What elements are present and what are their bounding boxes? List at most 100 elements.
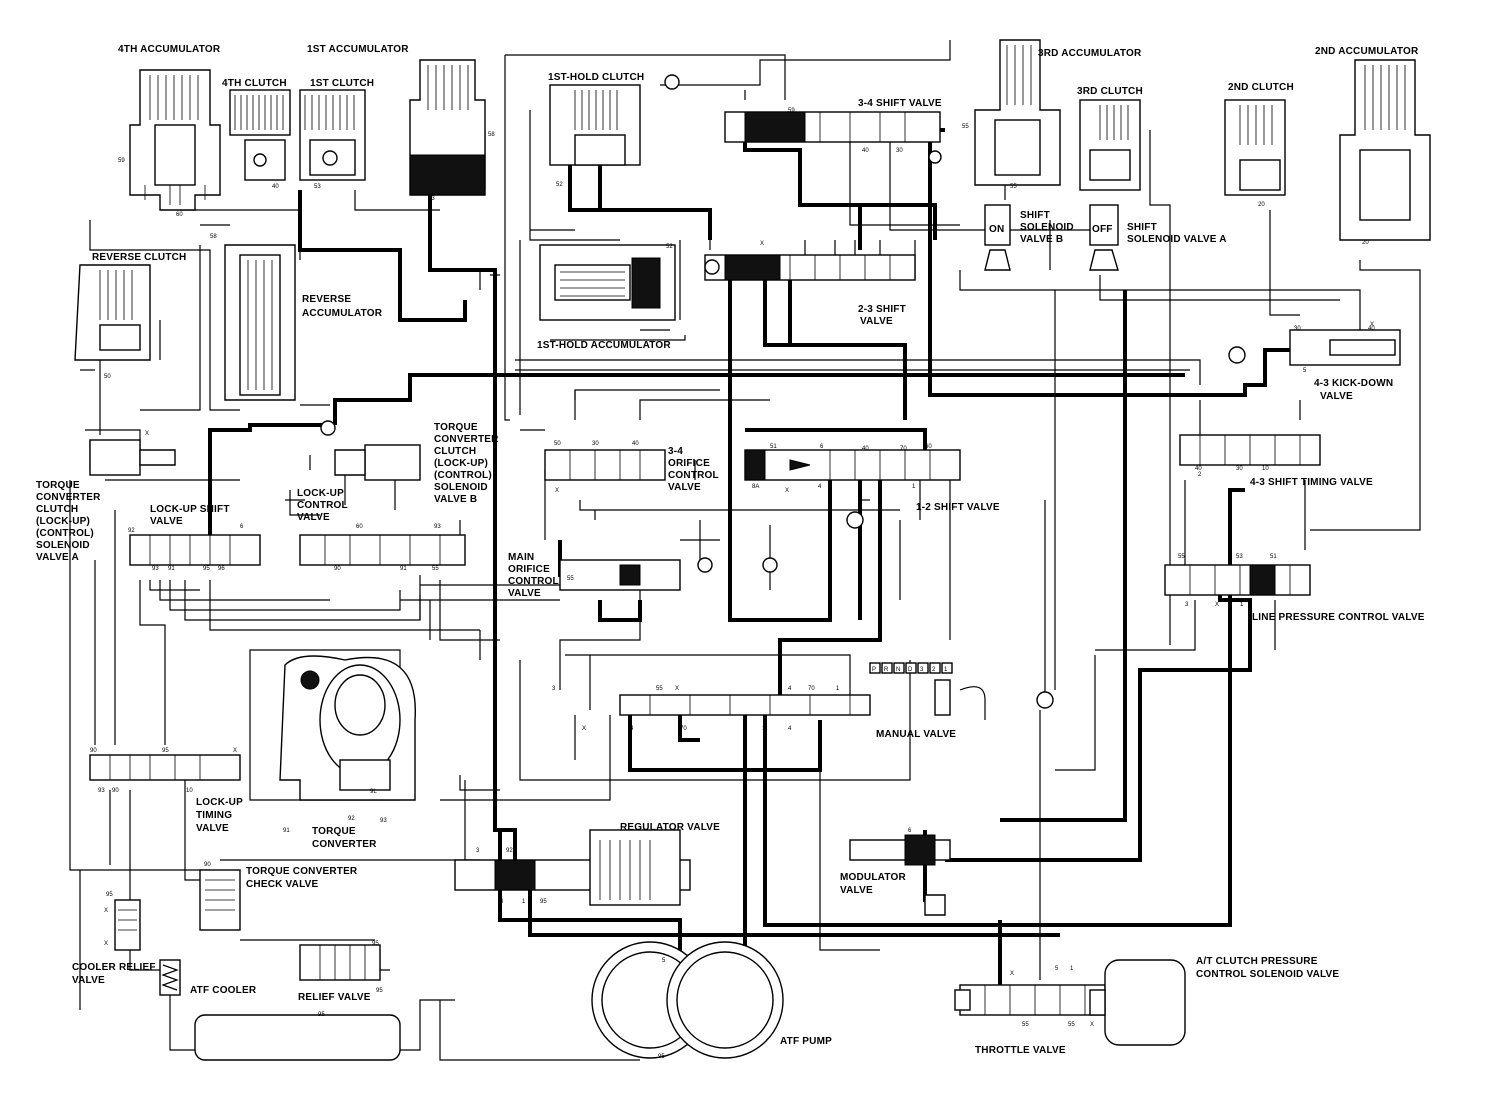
port-label: 5 xyxy=(1055,966,1059,972)
label-3-4-orifice-4: VALVE xyxy=(668,482,701,493)
port-label: X xyxy=(104,908,108,914)
port-label: X xyxy=(760,241,764,247)
solenoid-a-state: OFF xyxy=(1092,224,1113,235)
label-lock-up-control-1: LOCK-UP xyxy=(297,488,344,499)
port-label: 55 xyxy=(656,686,663,692)
port-label: 20 xyxy=(1258,202,1265,208)
port-label: 10 xyxy=(1262,466,1269,472)
label-tcc-sol-b-2: CONVERTER xyxy=(434,434,499,445)
label-tc-check-valve-1: TORQUE CONVERTER xyxy=(246,866,358,877)
port-label: 3 xyxy=(500,899,504,905)
port-label: 3 xyxy=(476,848,480,854)
port-label: 40 xyxy=(862,446,869,452)
port-label: X xyxy=(555,488,559,494)
port-label: 4 xyxy=(818,484,822,490)
port-label: 60 xyxy=(176,212,183,218)
label-1st-hold-accumulator: 1ST-HOLD ACCUMULATOR xyxy=(537,340,671,351)
port-label: 40 xyxy=(1368,326,1375,332)
port-label: 40 xyxy=(272,184,279,190)
label-reverse-clutch: REVERSE CLUTCH xyxy=(92,252,186,263)
1st-hold-clutch xyxy=(549,74,680,166)
label-tcc-sol-a-2: CONVERTER xyxy=(36,492,101,503)
label-4-3-kickdown-valve-1: 4-3 KICK-DOWN xyxy=(1314,378,1393,389)
component-labels: 4TH ACCUMULATOR 1ST ACCUMULATOR 4TH CLUT… xyxy=(36,44,1425,1056)
label-reverse-accumulator-1: REVERSE xyxy=(302,294,351,305)
port-label: 93 xyxy=(152,566,159,572)
port-label: 70 xyxy=(808,686,815,692)
label-reverse-accumulator-2: ACCUMULATOR xyxy=(302,308,383,319)
label-1st-accumulator: 1ST ACCUMULATOR xyxy=(307,44,409,55)
port-label: X xyxy=(145,431,149,437)
label-1st-hold-clutch: 1ST-HOLD CLUTCH xyxy=(548,72,644,83)
label-tcc-sol-b-1: TORQUE xyxy=(434,422,478,433)
label-main-orifice-2: ORIFICE xyxy=(508,564,550,575)
port-label: X xyxy=(233,748,237,754)
label-2nd-clutch: 2ND CLUTCH xyxy=(1228,82,1294,93)
label-main-orifice-1: MAIN xyxy=(508,552,534,563)
port-label: 53 xyxy=(314,184,321,190)
port-label: 55 xyxy=(1022,1022,1029,1028)
port-label: 55 xyxy=(432,566,439,572)
port-label: 50 xyxy=(554,441,561,447)
port-label: 96 xyxy=(218,566,225,572)
label-at-clutch-sol-1: A/T CLUTCH PRESSURE xyxy=(1196,956,1318,967)
label-tcc-sol-a-4: (LOCK-UP) xyxy=(36,516,90,527)
port-label: 1 xyxy=(1070,966,1074,972)
label-4-3-kickdown-valve-2: VALVE xyxy=(1320,391,1353,402)
port-label: 1 xyxy=(836,686,840,692)
shift-solenoid-valve-a xyxy=(1089,204,1119,271)
port-label: 93 xyxy=(380,818,387,824)
lock-up-timing-valve xyxy=(89,754,241,781)
label-4-3-shift-timing-valve: 4-3 SHIFT TIMING VALVE xyxy=(1250,477,1373,488)
gear-d: D xyxy=(908,667,913,673)
label-lock-up-shift-2: VALVE xyxy=(150,516,183,527)
lock-up-shift-valve xyxy=(129,534,261,566)
port-label: 91 xyxy=(168,566,175,572)
port-label: 30 xyxy=(592,441,599,447)
port-label: 91 xyxy=(283,828,290,834)
port-label: 4 xyxy=(788,726,792,732)
port-label: 30 xyxy=(1294,326,1301,332)
port-label: X xyxy=(1370,322,1374,328)
port-label: 93 xyxy=(434,524,441,530)
port-numbers: 59 60 40 53 58 43 58 50 52 52 59 40 30 5… xyxy=(90,108,1375,1060)
reverse-clutch xyxy=(74,264,151,361)
port-label: 20 xyxy=(1362,240,1369,246)
3-4-orifice-control-valve xyxy=(544,449,666,481)
label-lock-up-control-2: CONTROL xyxy=(297,500,348,511)
port-label: 43 xyxy=(428,196,435,202)
label-lock-up-timing-1: LOCK-UP xyxy=(196,797,243,808)
port-label: 8A xyxy=(752,484,759,490)
port-label: 10 xyxy=(186,788,193,794)
port-label: 3 xyxy=(552,686,556,692)
gear-2: 2 xyxy=(932,667,936,673)
at-clutch-pressure-control-solenoid-valve xyxy=(1089,959,1186,1046)
port-label: 2 xyxy=(1198,472,1202,478)
port-label: 58 xyxy=(210,234,217,240)
label-torque-converter-2: CONVERTER xyxy=(312,839,377,850)
label-2-3-shift-valve-2: VALVE xyxy=(860,316,893,327)
port-label: 95 xyxy=(372,941,379,947)
port-label: 50 xyxy=(104,374,111,380)
port-label: 70 xyxy=(900,446,907,452)
port-label: X xyxy=(1010,971,1014,977)
port-label: 6 xyxy=(908,828,912,834)
label-tcc-sol-b-5: (CONTROL) xyxy=(434,470,492,481)
1-2-shift-valve xyxy=(744,449,961,529)
label-lock-up-shift-1: LOCK-UP SHIFT xyxy=(150,504,230,515)
label-shift-solenoid-b-3: VALVE B xyxy=(1020,234,1063,245)
port-label: 51 xyxy=(1270,554,1277,560)
label-tcc-sol-a-1: TORQUE xyxy=(36,480,80,491)
label-3rd-accumulator: 3RD ACCUMULATOR xyxy=(1038,48,1142,59)
port-label: 95 xyxy=(376,988,383,994)
main-orifice-control-valve xyxy=(559,557,778,591)
port-label: X xyxy=(582,726,586,732)
port-label: 95 xyxy=(106,892,113,898)
label-tcc-sol-b-7: VALVE B xyxy=(434,494,477,505)
label-tcc-sol-a-3: CLUTCH xyxy=(36,504,78,515)
port-label: X xyxy=(104,941,108,947)
port-label: 6 xyxy=(820,444,824,450)
3rd-clutch xyxy=(1079,99,1141,191)
4-3-shift-timing-valve xyxy=(1179,434,1321,466)
